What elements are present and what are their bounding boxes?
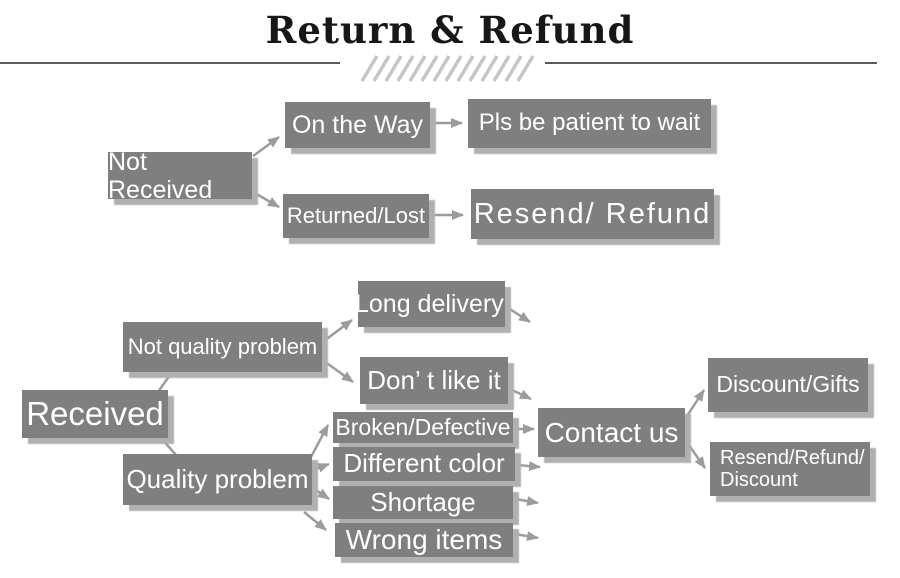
node-received: Received xyxy=(22,390,168,438)
arrow-not-received-to-returned-lost xyxy=(252,190,280,209)
node-contact-us-label: Contact us xyxy=(544,416,679,448)
node-broken-defective: Broken/Defective xyxy=(333,412,513,443)
node-not-quality-problem-label: Not quality problem xyxy=(127,333,318,359)
line-received-to-quality-problem xyxy=(160,437,177,456)
node-not-received-label: Not Received xyxy=(108,147,213,204)
arrow-shortage-to-contact-us xyxy=(509,496,539,506)
arrow-different-color-to-contact-us xyxy=(516,461,541,472)
node-received-label: Received xyxy=(26,394,164,432)
node-wrong-items-label: Wrong items xyxy=(345,524,503,556)
node-resend-refund-discount-label: Resend/Refund/ Discount xyxy=(720,446,865,491)
arrow-not-quality-to-dont-like-it xyxy=(323,359,354,384)
node-broken-defective-label: Broken/Defective xyxy=(335,413,511,440)
node-long-delivery: Long delivery xyxy=(355,281,505,327)
arrow-long-delivery-out xyxy=(504,304,531,324)
node-pls-be-patient-to-wait-label: Pls be patient to wait xyxy=(478,109,701,137)
node-long-delivery-label: Long delivery xyxy=(355,290,504,318)
arrow-quality-to-shortage xyxy=(312,486,330,501)
node-resend-refund-label: Resend/ Refund xyxy=(473,197,712,230)
node-on-the-way: On the Way xyxy=(285,102,430,148)
arrow-wrong-items-to-contact-us xyxy=(514,531,539,542)
node-not-quality-problem: Not quality problem xyxy=(123,322,322,372)
header-hatch-decoration xyxy=(360,55,535,82)
node-returned-lost-label: Returned/Lost xyxy=(286,202,426,228)
node-discount-gifts: Discount/Gifts xyxy=(708,358,868,412)
node-pls-be-patient-to-wait: Pls be patient to wait xyxy=(468,99,711,148)
node-returned-lost: Returned/Lost xyxy=(283,194,429,238)
node-discount-gifts-label: Discount/Gifts xyxy=(716,371,860,398)
node-contact-us: Contact us xyxy=(538,408,685,457)
header-rule-right xyxy=(545,62,877,64)
node-wrong-items: Wrong items xyxy=(335,523,513,557)
arrow-not-quality-to-long-delivery xyxy=(323,319,353,342)
arrow-quality-to-different-color xyxy=(312,462,330,473)
node-quality-problem-label: Quality problem xyxy=(126,463,309,494)
node-dont-like-it-label: Don’ t like it xyxy=(367,364,501,395)
node-not-received: Not Received xyxy=(108,148,252,204)
arrow-contact-us-to-discount-gifts xyxy=(683,389,706,420)
arrow-contact-us-to-resend-refund-discount xyxy=(684,440,707,469)
arrow-not-received-to-on-the-way xyxy=(252,135,280,158)
node-shortage: Shortage xyxy=(333,486,513,519)
node-dont-like-it: Don’ t like it xyxy=(360,357,508,404)
node-different-color: Different color xyxy=(333,447,515,481)
node-shortage-label: Shortage xyxy=(370,486,476,517)
arrow-quality-to-broken-defective xyxy=(309,424,330,458)
header-rule-left xyxy=(0,62,340,64)
node-quality-problem: Quality problem xyxy=(123,454,312,505)
node-different-color-label: Different color xyxy=(343,448,505,479)
page-title: Return & Refund xyxy=(265,8,635,52)
arrow-quality-to-wrong-items xyxy=(303,511,327,531)
node-on-the-way-label: On the Way xyxy=(291,111,424,139)
node-resend-refund: Resend/ Refund xyxy=(471,189,714,239)
node-resend-refund-discount: Resend/Refund/ Discount xyxy=(710,442,870,496)
arrow-dont-like-it-to-contact-us xyxy=(509,387,532,401)
